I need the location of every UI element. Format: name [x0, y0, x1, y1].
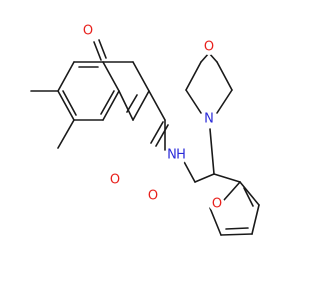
amide-oxygen-bg: [145, 188, 161, 204]
bond-37: [243, 187, 254, 207]
bond-12: [132, 61, 150, 92]
bond-15: [126, 94, 138, 113]
bond-layer: [30, 39, 260, 236]
canvas-background: [0, 0, 300, 300]
morpholine-nitrogen-label: N: [204, 112, 214, 127]
bond-34: [220, 233, 253, 236]
bond-19: [150, 121, 164, 144]
bond-10: [57, 119, 75, 149]
bond-14: [118, 90, 134, 121]
bond-17: [98, 39, 107, 59]
bond-20: [155, 124, 169, 147]
bond-33: [209, 207, 222, 236]
atom-label-layer: O O O N H N O O: [80, 23, 225, 212]
bond-0: [57, 61, 75, 92]
bond-23: [194, 173, 215, 183]
bond-18: [148, 90, 166, 121]
bond-3: [102, 90, 120, 121]
amide-nitrogen-bg: [165, 144, 187, 166]
furan-oxygen-label: O: [212, 197, 222, 212]
ketone-oxygen-label: O: [83, 24, 93, 39]
bond-2: [102, 61, 120, 92]
molecule-diagram: O O O N H N O O: [0, 0, 300, 300]
furan-oxygen-bg: [209, 196, 225, 212]
bond-24: [209, 128, 215, 175]
morpholine-oxygen-bg: [201, 39, 217, 55]
bond-38: [225, 227, 249, 230]
ketone-oxygen-bg: [80, 23, 96, 39]
bond-8: [62, 90, 77, 116]
morpholine-nitrogen-bg: [201, 111, 217, 127]
bond-16: [93, 41, 102, 61]
bond-31: [213, 173, 241, 183]
bond-25: [185, 89, 202, 114]
bond-35: [251, 204, 260, 235]
pyranone-oxygen-label: O: [110, 173, 120, 188]
amide-oxygen-label: O: [148, 189, 158, 204]
amide-hydrogen-label: H: [176, 148, 186, 163]
bond-13: [132, 90, 150, 121]
amide-nitrogen-label: N: [167, 148, 177, 163]
bond-32: [223, 181, 241, 201]
bond-5: [57, 90, 75, 121]
morpholine-oxygen-label: O: [204, 40, 214, 55]
bond-29: [216, 61, 233, 91]
bond-36: [239, 181, 260, 206]
bond-28: [216, 89, 233, 114]
bond-26: [185, 61, 202, 91]
pyranone-oxygen-bg: [107, 172, 123, 188]
bond-7: [100, 90, 115, 115]
